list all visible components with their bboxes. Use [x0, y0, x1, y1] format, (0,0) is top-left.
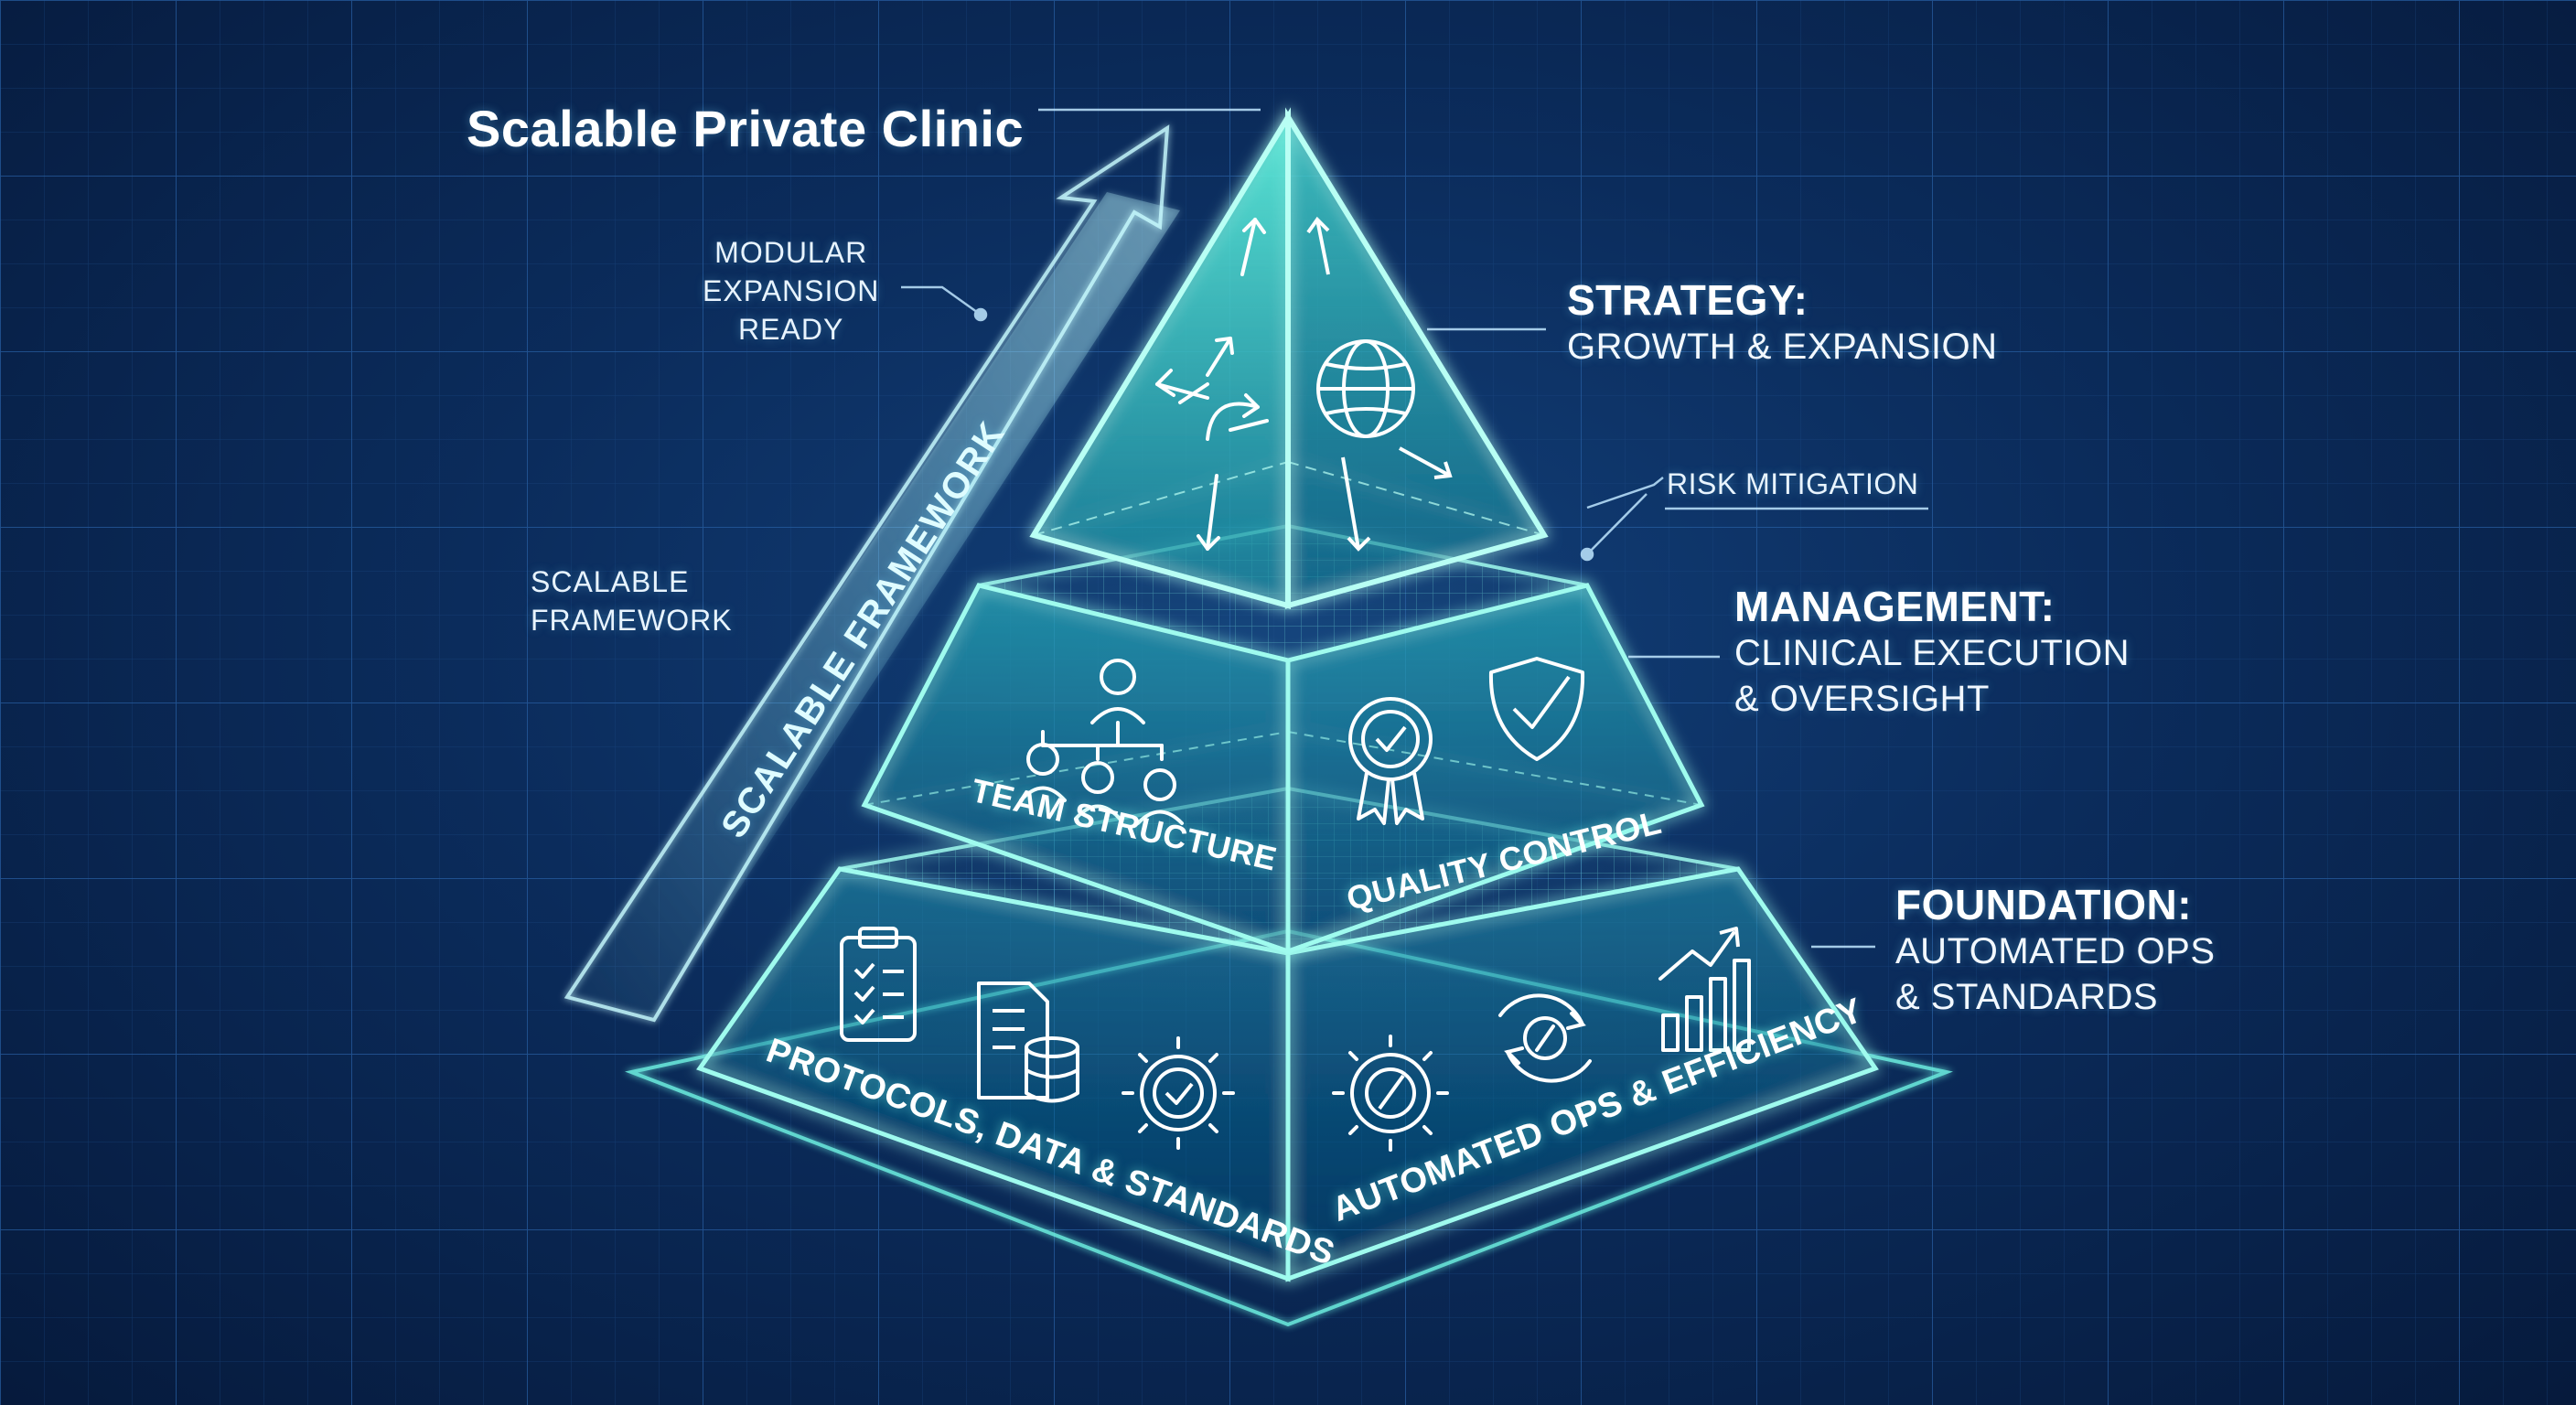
management-heading: MANAGEMENT: [1734, 583, 2055, 630]
foundation-heading: FOUNDATION: [1895, 881, 2193, 928]
foundation-sub-1: AUTOMATED OPS [1895, 931, 2216, 971]
refresh-compass-icon [1498, 993, 1592, 1083]
gear-compass-icon [1332, 1035, 1449, 1152]
scalable-line-1: SCALABLE [531, 565, 690, 598]
scalable-framework-arrow [564, 124, 1180, 1023]
management-tier-label: MANAGEMENT: CLINICAL EXECUTION & OVERSIG… [1734, 583, 2130, 722]
foundation-sub-2: & STANDARDS [1895, 977, 2159, 1017]
strategy-sub: GROWTH & EXPANSION [1567, 327, 1998, 367]
scalable-line-2: FRAMEWORK [531, 604, 733, 637]
management-sub-1: CLINICAL EXECUTION [1734, 633, 2131, 673]
modular-line-2: EXPANSION [703, 274, 880, 307]
document-database-icon [977, 981, 1079, 1103]
modular-line-3: READY [738, 313, 844, 346]
clipboard-checklist-icon [840, 927, 917, 1042]
award-ribbon-icon [1348, 697, 1433, 825]
org-chart-icon [1019, 659, 1184, 825]
risk-mitigation-label: RISK MITIGATION [1667, 467, 1919, 500]
scalable-framework-label: SCALABLE FRAMEWORK [531, 563, 733, 639]
modular-line-1: MODULAR [714, 236, 868, 269]
callout-lines [901, 108, 1928, 949]
foundation-tier-label: FOUNDATION: AUTOMATED OPS & STANDARDS [1895, 881, 2216, 1020]
bar-chart-growth-icon [1658, 927, 1751, 1052]
page-title: Scalable Private Clinic [467, 100, 1025, 157]
strategy-heading: STRATEGY: [1567, 276, 1809, 324]
modular-expansion-label: MODULAR EXPANSION READY [703, 233, 879, 349]
management-sub-2: & OVERSIGHT [1734, 679, 1990, 719]
strategy-tier-label: STRATEGY: GROWTH & EXPANSION [1567, 276, 1998, 370]
gear-check-icon [1122, 1036, 1235, 1150]
globe-icon [1306, 216, 1453, 552]
shield-check-icon [1488, 657, 1585, 761]
directional-arrows-icon [1155, 218, 1269, 551]
strategy-tier [1029, 107, 1549, 609]
